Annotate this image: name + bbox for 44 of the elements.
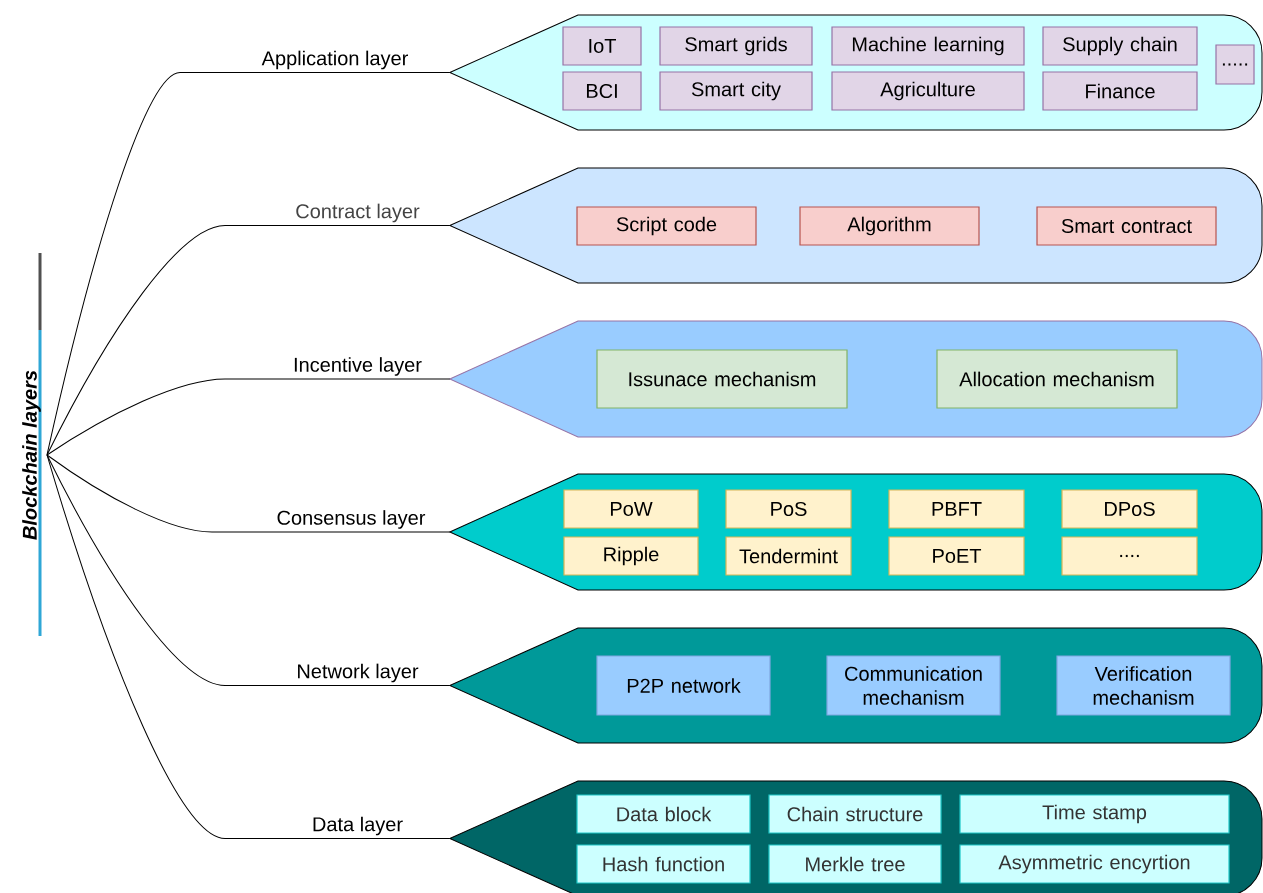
item-box: Smart city (659, 71, 813, 111)
item-box: Agriculture (831, 71, 1025, 111)
connector-line (46, 72, 451, 456)
item-box: Smart grids (659, 26, 813, 66)
item-box: .... (1061, 536, 1198, 576)
title-label: Blockchain layers (22, 370, 41, 540)
item-box: Asymmetric encyrtion (959, 844, 1230, 884)
item-box: ..... (1215, 44, 1255, 85)
item-box: Machine learning (831, 26, 1025, 66)
item-box: Finance (1042, 71, 1198, 111)
item-box: Time stamp (959, 794, 1230, 834)
edge-label: Contract layer (294, 202, 421, 224)
item-box: PBFT (888, 489, 1025, 529)
edge-label: Network layer (295, 662, 420, 684)
item-box: Verification mechanism (1056, 655, 1231, 716)
item-box: Merkle tree (768, 844, 942, 884)
item-box: Ripple (563, 536, 699, 576)
item-box: Algorithm (799, 206, 980, 246)
item-box: Communication mechanism (826, 655, 1001, 716)
item-box: Hash function (576, 844, 751, 884)
item-box: P2P network (596, 655, 771, 716)
edge-label: Incentive layer (292, 356, 423, 377)
item-box: Allocation mechanism (936, 349, 1178, 409)
item-box: Supply chain (1042, 26, 1198, 66)
item-box: PoET (888, 536, 1025, 576)
item-box: PoS (725, 489, 852, 529)
item-box: Issunace mechanism (596, 349, 848, 409)
item-box: Tendermint (725, 536, 852, 576)
connector-line (46, 454, 451, 533)
connector-line (46, 454, 451, 686)
item-box: Data block (576, 794, 751, 834)
edge-label: Application layer (260, 49, 410, 71)
item-box: BCI (562, 71, 642, 111)
item-box: PoW (563, 489, 699, 529)
edge-label: Consensus layer (275, 509, 427, 530)
item-box: DPoS (1061, 489, 1198, 529)
item-box: Script code (576, 206, 757, 246)
edge-label: Data layer (310, 815, 405, 837)
connector-line (46, 454, 451, 839)
connector-line (46, 225, 451, 456)
item-box: Chain structure (768, 794, 942, 834)
item-box: IoT (562, 26, 642, 66)
item-box: Smart contract (1036, 206, 1217, 246)
connector-line (46, 378, 451, 456)
